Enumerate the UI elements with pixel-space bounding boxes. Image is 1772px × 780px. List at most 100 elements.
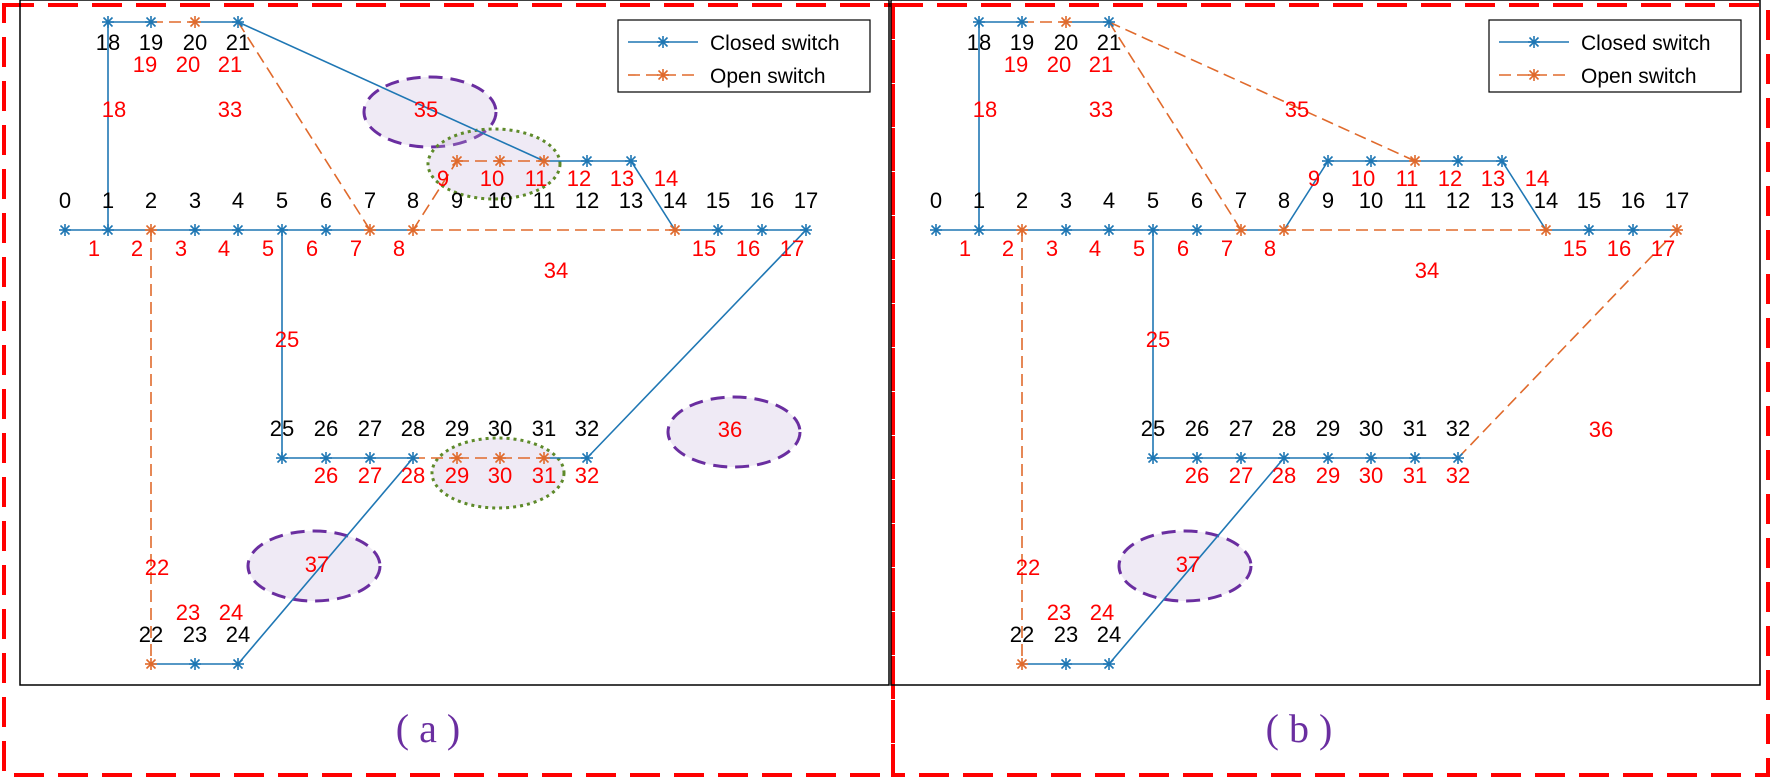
node-13-marker xyxy=(625,155,637,167)
node-label-18: 18 xyxy=(96,30,120,55)
node-25-marker xyxy=(1147,452,1159,464)
node-label-27: 27 xyxy=(1229,416,1253,441)
branch-label-28: 28 xyxy=(401,463,425,488)
branch-label-5: 5 xyxy=(262,236,274,261)
node-label-8: 8 xyxy=(1278,188,1290,213)
node-20-marker xyxy=(189,16,201,28)
node-label-2: 2 xyxy=(145,188,157,213)
branch-label-6: 6 xyxy=(1177,236,1189,261)
node-3-marker xyxy=(189,224,201,236)
branch-33-open xyxy=(237,21,371,231)
node-label-6: 6 xyxy=(320,188,332,213)
branch-label-11: 11 xyxy=(1396,166,1419,191)
branch-label-4: 4 xyxy=(218,236,230,261)
node-label-7: 7 xyxy=(364,188,376,213)
branch-label-21: 21 xyxy=(218,52,242,77)
branch-label-34: 34 xyxy=(1415,258,1439,283)
node-17-marker xyxy=(800,224,812,236)
node-12-marker xyxy=(581,155,593,167)
node-26-marker xyxy=(320,452,332,464)
node-20-marker xyxy=(1060,16,1072,28)
node-17-marker xyxy=(1671,224,1683,236)
branch-label-22: 22 xyxy=(1016,555,1040,580)
branch-label-3: 3 xyxy=(175,236,187,261)
branch-label-30: 30 xyxy=(488,463,512,488)
node-label-1: 1 xyxy=(973,188,985,213)
node-label-24: 24 xyxy=(226,622,250,647)
node-label-26: 26 xyxy=(1185,416,1209,441)
node-label-9: 9 xyxy=(1322,188,1334,213)
node-21-marker xyxy=(232,16,244,28)
node-label-31: 31 xyxy=(1403,416,1427,441)
panel-caption: ( b ) xyxy=(1266,706,1333,751)
branch-label-29: 29 xyxy=(445,463,469,488)
node-14-marker xyxy=(1540,224,1552,236)
node-label-19: 19 xyxy=(1010,30,1034,55)
highlight-9-11-ellipse xyxy=(426,127,562,201)
loop-37-ellipse xyxy=(246,529,382,603)
branch-label-33: 33 xyxy=(218,97,242,122)
node-27-marker xyxy=(364,452,376,464)
node-label-13: 13 xyxy=(619,188,643,213)
node-label-14: 14 xyxy=(663,188,687,213)
node-label-32: 32 xyxy=(575,416,599,441)
branch-label-12: 12 xyxy=(567,166,591,191)
node-8-marker xyxy=(1278,224,1290,236)
loop-36-ellipse xyxy=(666,395,802,469)
branch-label-19: 19 xyxy=(1004,52,1028,77)
node-5-marker xyxy=(276,224,288,236)
node-28-marker xyxy=(407,452,419,464)
branch-label-2: 2 xyxy=(1002,236,1014,261)
branch-37-closed xyxy=(1108,457,1285,665)
plot-area xyxy=(890,0,1761,686)
node-0-marker xyxy=(59,224,71,236)
node-16-marker xyxy=(1627,224,1639,236)
branch-9-open xyxy=(412,160,458,231)
node-label-13: 13 xyxy=(1490,188,1514,213)
node-2-marker xyxy=(145,224,157,236)
branch-14-closed xyxy=(1501,160,1547,231)
node-15-marker xyxy=(712,224,724,236)
branch-14-closed xyxy=(630,160,676,231)
node-21-marker xyxy=(1103,16,1115,28)
branch-label-4: 4 xyxy=(1089,236,1101,261)
node-label-11: 11 xyxy=(1404,188,1427,213)
node-label-21: 21 xyxy=(1097,30,1121,55)
branch-label-17: 17 xyxy=(1651,236,1675,261)
node-7-marker xyxy=(1235,224,1247,236)
node-label-29: 29 xyxy=(1316,416,1340,441)
node-6-marker xyxy=(1191,224,1203,236)
branch-label-18: 18 xyxy=(102,97,126,122)
node-label-20: 20 xyxy=(1054,30,1078,55)
branch-33-open xyxy=(1108,21,1242,231)
node-8-marker xyxy=(407,224,419,236)
branch-label-1: 1 xyxy=(88,236,100,261)
node-7-marker xyxy=(364,224,376,236)
node-label-7: 7 xyxy=(1235,188,1247,213)
node-label-18: 18 xyxy=(967,30,991,55)
node-label-2: 2 xyxy=(1016,188,1028,213)
node-6-marker xyxy=(320,224,332,236)
node-label-12: 12 xyxy=(1446,188,1470,213)
branch-label-33: 33 xyxy=(1089,97,1113,122)
node-22-marker xyxy=(1016,658,1028,670)
node-18-marker xyxy=(102,16,114,28)
branch-label-15: 15 xyxy=(1563,236,1587,261)
node-24-marker xyxy=(232,658,244,670)
node-9-marker xyxy=(451,155,463,167)
node-label-31: 31 xyxy=(532,416,556,441)
branch-label-23: 23 xyxy=(1047,600,1071,625)
node-23-marker xyxy=(189,658,201,670)
node-label-10: 10 xyxy=(488,188,512,213)
node-26-marker xyxy=(1191,452,1203,464)
node-label-1: 1 xyxy=(102,188,114,213)
node-29-marker xyxy=(1322,452,1334,464)
node-30-marker xyxy=(494,452,506,464)
node-label-8: 8 xyxy=(407,188,419,213)
branch-label-25: 25 xyxy=(275,327,299,352)
branch-label-25: 25 xyxy=(1146,327,1170,352)
branch-label-36: 36 xyxy=(718,417,742,442)
